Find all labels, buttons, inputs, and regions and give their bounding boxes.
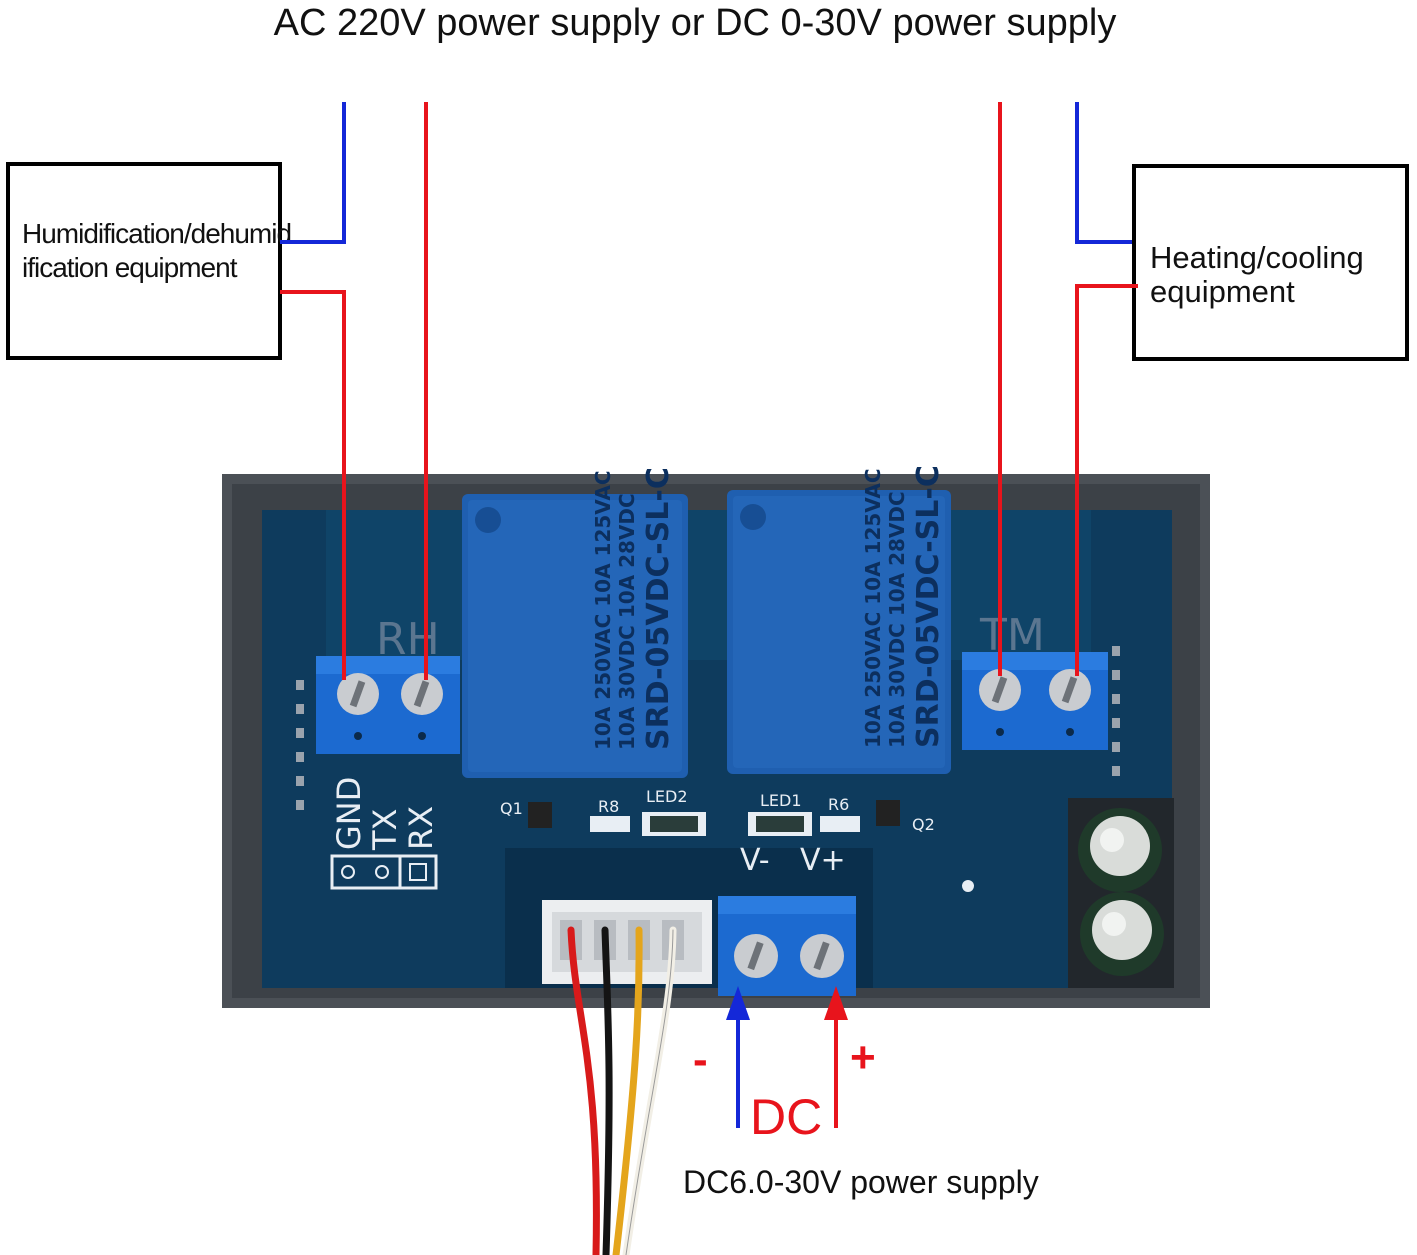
right-load-wire [1075, 284, 1138, 676]
power-wires [280, 102, 1138, 680]
humidification-label-line1: Humidification/dehumid [22, 218, 292, 249]
diagram-title: AC 220V power supply or DC 0-30V power s… [273, 2, 1117, 44]
relay-left [462, 494, 688, 778]
relay-left-rating-1: 10A 250VAC 10A 125VAC [591, 470, 615, 750]
relay-right-rating-2: 10A 30VDC 10A 28VDC [885, 491, 909, 748]
label-led1: LED1 [760, 791, 802, 810]
right-neutral-wire [1075, 102, 1132, 244]
label-v-plus: V+ [800, 843, 846, 878]
terminal-block-tm [962, 652, 1108, 750]
dc-label: DC [750, 1089, 822, 1145]
left-header-pins [296, 680, 304, 810]
sensor-connector [542, 900, 712, 984]
label-led2: LED2 [646, 787, 688, 806]
terminal-block-dc [718, 896, 856, 996]
label-q1: Q1 [500, 799, 523, 818]
sensor-wire-red [567, 926, 600, 1255]
board-dot [962, 880, 974, 892]
label-v-minus: V- [740, 843, 770, 878]
label-q2: Q2 [912, 815, 935, 834]
dc-minus-sign: - [693, 1035, 708, 1084]
dc-plus-arrow [824, 986, 848, 1128]
heating-label-line1: Heating/cooling [1150, 240, 1364, 275]
relay-right-model: SRD-05VDC-SL-C [911, 465, 946, 748]
sensor-wire-black [601, 926, 613, 1255]
relay-right [727, 490, 951, 774]
terminal-block-rh [316, 656, 460, 754]
label-rx: RX [402, 806, 440, 850]
humidification-equipment-box: Humidification/dehumid ification equipme… [6, 162, 292, 360]
label-r6: R6 [828, 795, 849, 814]
relay-left-rating-2: 10A 30VDC 10A 28VDC [615, 493, 639, 750]
heating-label-line2: equipment [1150, 274, 1295, 309]
dc-power-supply-label: DC6.0-30V power supply [683, 1164, 1039, 1200]
left-load-wire [280, 290, 346, 680]
label-gnd: GND [330, 777, 368, 850]
dc-plus-sign: + [850, 1033, 876, 1082]
label-r8: R8 [598, 797, 619, 816]
heating-cooling-equipment-box: Heating/cooling equipment [1132, 164, 1409, 361]
sensor-wire-yellow [612, 926, 643, 1255]
relay-left-model: SRD-05VDC-SL-C [641, 467, 676, 750]
left-neutral-wire [280, 102, 346, 244]
label-tx: TX [366, 809, 404, 851]
capacitor-1 [1078, 808, 1162, 892]
humidification-label-line2: ification equipment [22, 252, 237, 283]
sensor-wire-white-outline [625, 929, 674, 1255]
sensor-cable [567, 926, 677, 1255]
led-row [528, 800, 900, 836]
relay-right-rating-1: 10A 250VAC 10A 125VAC [861, 468, 885, 748]
capacitor-2 [1080, 892, 1164, 976]
right-header-pins [1112, 646, 1120, 776]
dc-minus-arrow [726, 986, 750, 1128]
pcb-top-strip [326, 510, 1091, 660]
serial-header [330, 854, 438, 890]
